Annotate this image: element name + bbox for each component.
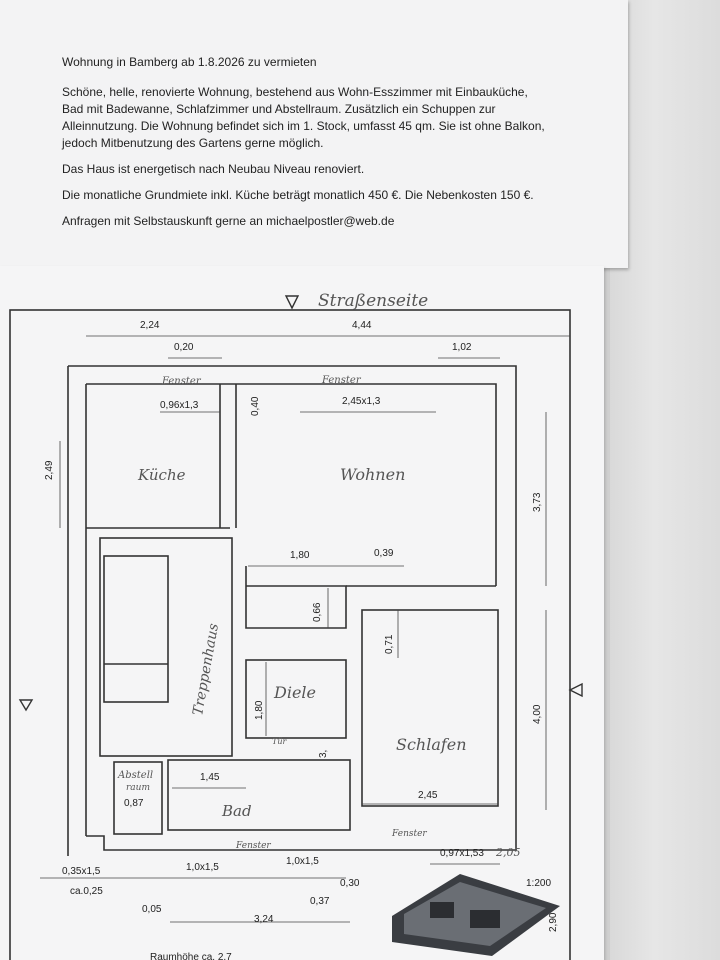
living-bottom-wall — [245, 566, 347, 629]
floor-plan-sheet: Straßenseite Küche Wohnen Treppenhaus Di… — [0, 266, 604, 960]
outer-wall-bottom — [86, 586, 517, 851]
dim-top-right-small: 1,02 — [452, 342, 472, 353]
room-label-hall: Diele — [273, 683, 316, 702]
outer-frame — [9, 309, 571, 960]
dimension-lines — [40, 335, 570, 923]
notice-contact: Anfragen mit Selbstauskunft gerne an mic… — [62, 214, 395, 228]
dim-top-small: 0,20 — [174, 342, 194, 353]
room-label-bedroom: Schlafen — [396, 735, 467, 754]
notice-text-block: Wohnung in Bamberg ab 1.8.2026 zu vermie… — [62, 54, 552, 239]
notice-rent: Die monatliche Grundmiete inkl. Küche be… — [62, 188, 534, 202]
inner-wall-top — [86, 383, 497, 586]
room-label-bath: Bad — [221, 802, 252, 820]
3d-model-thumbnail — [392, 874, 560, 956]
dim-gap-005: 0,05 — [142, 904, 162, 915]
dim-right-lower: 4,00 — [532, 704, 543, 724]
dim-bath-partial: 3, — [318, 750, 329, 758]
rental-notice-sheet: Wohnung in Bamberg ab 1.8.2026 zu vermie… — [0, 0, 628, 268]
bath-wall — [167, 759, 351, 831]
north-arrow-icon — [284, 295, 300, 310]
dim-right-height: 3,73 — [532, 492, 543, 512]
dim-top-left: 2,24 — [140, 320, 160, 331]
ceiling-height-note: Raumhöhe ca. 2,7 — [150, 952, 232, 960]
dim-storage-width: 0,87 — [124, 798, 144, 809]
storage-wall — [113, 761, 163, 835]
room-label-stairs: Treppenhaus — [190, 622, 222, 716]
window-label-living: Fenster — [321, 375, 362, 386]
window-label-kitchen: Fenster — [161, 376, 202, 387]
dim-gap-037: 0,37 — [310, 896, 330, 907]
dim-top-right: 4,44 — [352, 320, 372, 331]
dim-hall-right: 0,39 — [374, 548, 394, 559]
dim-living-window: 2,45x1,3 — [342, 396, 381, 407]
dim-window-4-note: 2,05 — [495, 846, 521, 859]
dim-kitchen-window: 0,96x1,3 — [160, 400, 199, 411]
notice-title: Wohnung in Bamberg ab 1.8.2026 zu vermie… — [62, 55, 317, 69]
room-label-storage-1: Abstell — [117, 770, 153, 781]
section-arrow-left-icon — [18, 699, 34, 712]
dim-bottom-width: 3,24 — [254, 914, 274, 925]
dim-window-1: 0,35x1,5 — [62, 866, 101, 877]
window-label-bath: Fenster — [235, 841, 271, 851]
door-label-hall: Tür — [272, 737, 287, 746]
dim-hall-width: 1,80 — [290, 550, 310, 561]
dim-hall-step: 0,66 — [312, 602, 323, 622]
notice-energy: Das Haus ist energetisch nach Neubau Niv… — [62, 162, 365, 176]
dim-bath-width: 1,45 — [200, 772, 220, 783]
room-label-storage-2: raum — [126, 783, 150, 793]
dim-bedroom-width: 2,45 — [418, 790, 438, 801]
street-side-label: Straßenseite — [318, 291, 428, 311]
dim-window-1b: ca.0,25 — [70, 886, 103, 897]
stairwell-wall — [99, 537, 233, 757]
section-arrow-right-icon — [568, 682, 583, 698]
dim-window-3: 1,0x1,5 — [286, 856, 319, 867]
room-label-living: Wohnen — [340, 465, 405, 484]
dim-height-small: 2,90 — [548, 912, 559, 932]
stair-flight — [103, 555, 169, 703]
window-label-bedroom: Fenster — [391, 829, 427, 839]
dim-gap-030: 0,30 — [340, 878, 360, 889]
bedroom-wall — [361, 609, 499, 807]
floor-plan-drawing: Straßenseite Küche Wohnen Treppenhaus Di… — [9, 291, 583, 960]
outer-wall-top — [68, 365, 517, 586]
dim-bedroom-step: 0,71 — [384, 634, 395, 654]
dim-left-height: 2,49 — [44, 460, 55, 480]
dim-window-4: 0,97x1,53 — [440, 848, 484, 859]
hall-wall — [245, 659, 347, 739]
room-label-kitchen: Küche — [137, 466, 186, 484]
dim-wall-small: 0,40 — [250, 396, 261, 416]
dim-hall-height: 1,80 — [254, 700, 265, 720]
dim-window-2: 1,0x1,5 — [186, 862, 219, 873]
notice-description: Schöne, helle, renovierte Wohnung, beste… — [62, 85, 545, 150]
concrete-wall-background — [610, 0, 720, 960]
plan-scale: 1:200 — [526, 878, 551, 889]
